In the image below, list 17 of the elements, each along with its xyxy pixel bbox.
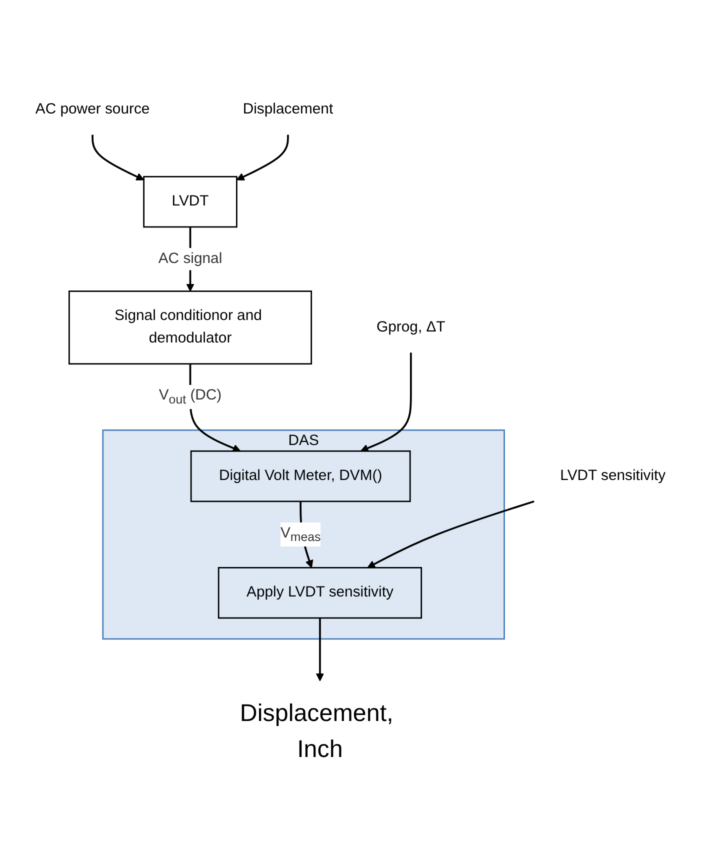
arrow	[367, 500, 534, 568]
edge-label: V$_{meas}$	[280, 524, 321, 544]
node-text: LVDT sensitivity	[560, 467, 666, 484]
edge-label: V$_{out}$ (DC)	[158, 387, 222, 406]
node-text: Displacement	[242, 100, 334, 117]
node-box: Digital Volt Meter, DVM()	[190, 450, 411, 502]
arrow	[360, 352, 412, 452]
arrow	[316, 618, 324, 681]
node-text: Gprog, ΔT	[376, 318, 446, 335]
node-text: Displacement, Inch	[240, 698, 394, 762]
node-box: Signal conditionor and demodulator	[68, 290, 312, 364]
node-box: LVDT	[143, 176, 238, 228]
node-text: AC power source	[35, 100, 150, 117]
arrow	[92, 134, 144, 180]
edge-label: AC signal	[158, 250, 222, 266]
node-box: Apply LVDT sensitivity	[218, 566, 422, 618]
arrow	[236, 134, 289, 180]
